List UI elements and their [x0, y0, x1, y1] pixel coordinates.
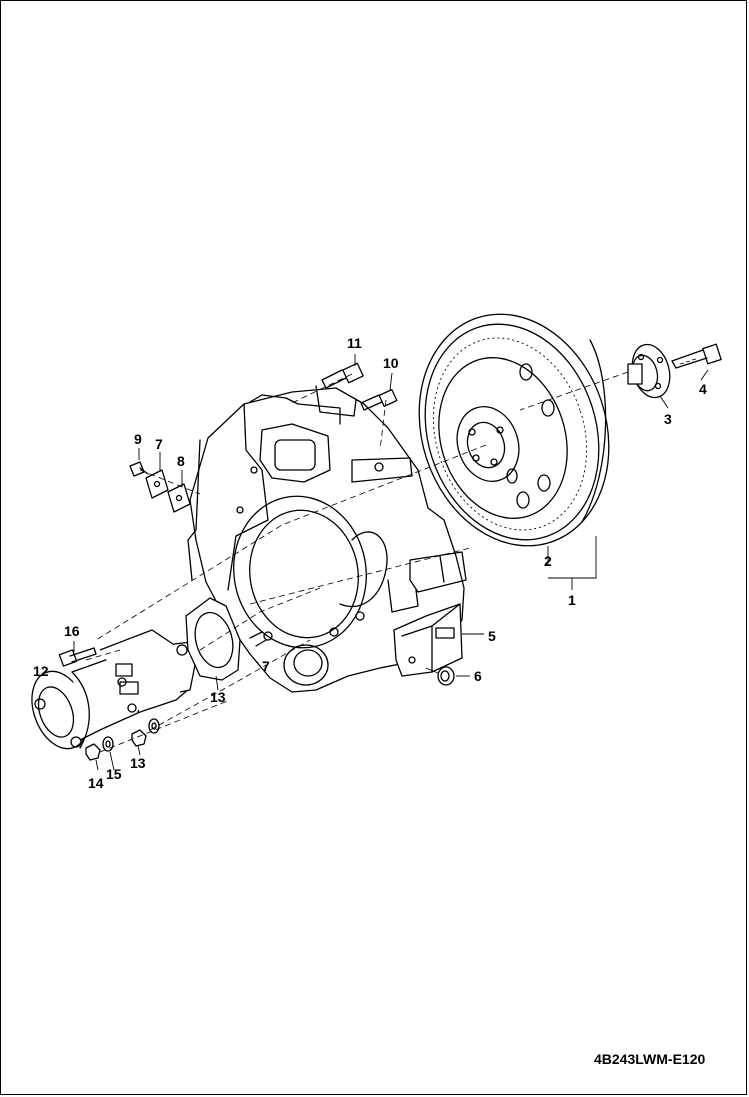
bolt-4: [671, 343, 722, 369]
callout-labels: 1 2 3 4 5 6 7 7 8 9 10 11 12 13 13 14 15…: [33, 335, 707, 791]
callout-16: 16: [64, 623, 80, 639]
callout-14: 14: [88, 775, 104, 791]
gasket: [185, 597, 267, 681]
callout-15: 15: [106, 766, 122, 782]
callout-13-gasket: 13: [210, 689, 226, 705]
alignment-lines: [85, 371, 629, 753]
hub-flange: [627, 343, 671, 399]
callout-9: 9: [134, 431, 142, 447]
bolt-16: [58, 647, 97, 667]
callout-12: 12: [33, 663, 49, 679]
callout-2: 2: [544, 553, 552, 569]
nuts-washers: [85, 718, 160, 761]
leader-lines: [73, 354, 709, 771]
flywheel-housing: [187, 385, 467, 693]
callout-8: 8: [177, 453, 185, 469]
plug-6: [425, 666, 455, 686]
cover-plates: [129, 461, 191, 513]
drawing-code: 4B243LWM-E120: [594, 1051, 706, 1067]
callout-7: 7: [155, 436, 163, 452]
callout-10: 10: [383, 355, 399, 371]
callout-4: 4: [699, 381, 707, 397]
callout-1: 1: [568, 592, 576, 608]
callout-13-nut: 13: [130, 755, 146, 771]
callout-11: 11: [347, 335, 362, 351]
mounting-bracket: [393, 603, 463, 677]
bolt-11: [321, 362, 364, 389]
callout-6: 6: [474, 668, 482, 684]
bolt-10: [360, 388, 398, 411]
callout-5: 5: [488, 628, 496, 644]
callout-7-stud: 7: [262, 658, 270, 674]
flywheel: [418, 313, 610, 547]
callout-3: 3: [664, 411, 672, 427]
